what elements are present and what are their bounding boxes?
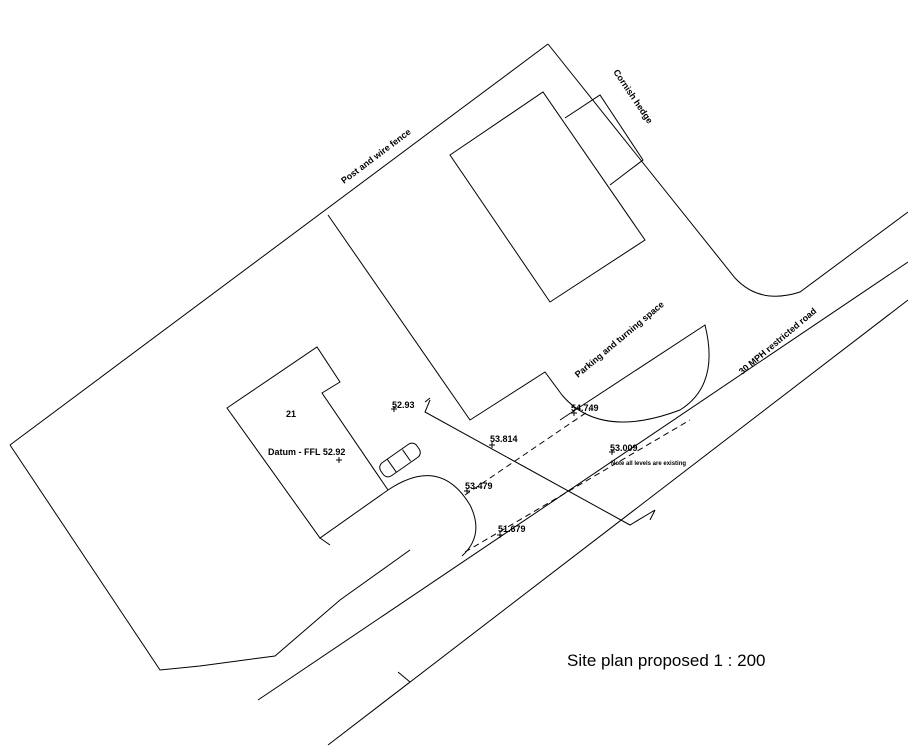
driveway-edge: [319, 537, 331, 546]
level-label: 51.679: [498, 524, 526, 534]
level-label: 53.814: [490, 434, 518, 444]
hedge-boundary: [547, 43, 908, 297]
level-label: 53.009: [610, 443, 638, 453]
plot-divider: [327, 214, 563, 421]
drawing-title: Site plan proposed 1 : 200: [567, 651, 765, 670]
driveway-curve: [387, 475, 477, 557]
datum-label: Datum - FFL 52.92: [268, 447, 345, 457]
outbuilding-annex: [564, 94, 644, 186]
level-label: 53.479: [465, 481, 493, 491]
car-icon: [379, 442, 421, 478]
road-label: 30 MPH restricted road: [737, 306, 819, 377]
level-label: 54.749: [571, 403, 599, 413]
left-boundary: [9, 444, 411, 671]
dashed-line-1: [464, 409, 591, 496]
parking-label: Parking and turning space: [573, 299, 666, 379]
level-label: 52.93: [392, 400, 415, 410]
parking-curve: [559, 324, 710, 423]
hedge-label: Cornish hedge: [611, 68, 655, 126]
house-number: 21: [286, 409, 296, 419]
fence-boundary: [9, 43, 549, 446]
section-line: [424, 397, 656, 526]
road-edge-upper: [257, 261, 908, 701]
house-21: [226, 346, 389, 539]
levels-note: Note all levels are existing: [611, 461, 686, 467]
fence-label: Post and wire fence: [339, 127, 413, 186]
level-markers: [336, 406, 615, 538]
road-edge-lower: [327, 299, 908, 746]
outbuilding: [449, 91, 646, 303]
dashed-line-2: [464, 419, 691, 553]
